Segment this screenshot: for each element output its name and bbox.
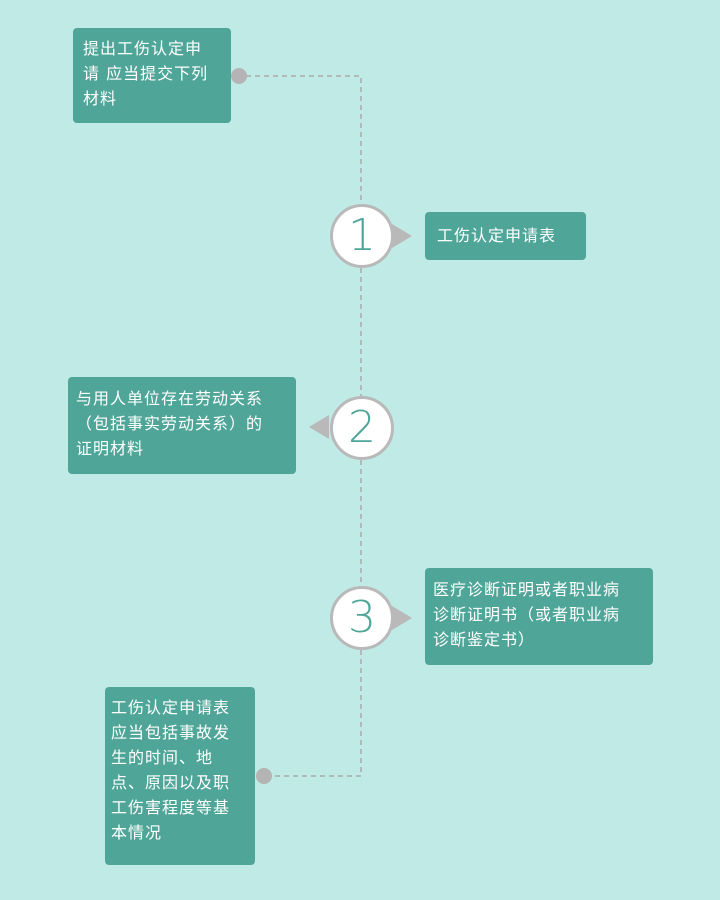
step-3-line-3: 诊断鉴定书） [433, 630, 536, 649]
note-box: 工伤认定申请表 应当包括事故发 生的时间、地 点、原因以及职 工伤害程度等基 本… [105, 687, 255, 865]
note-connector-dot [256, 768, 272, 784]
note-line-4: 点、原因以及职 [111, 773, 231, 792]
step-2-line-1: 与用人单位存在劳动关系 [76, 389, 264, 408]
step-3-line-2: 诊断证明书（或者职业病 [433, 605, 621, 624]
step-1-box: 工伤认定申请表 [425, 212, 586, 260]
note-line-6: 本情况 [111, 823, 163, 842]
intro-connector-dot [231, 68, 247, 84]
step-1-number: 1 [348, 210, 376, 261]
intro-box: 提出工伤认定申 请 应当提交下列 材料 [73, 28, 231, 123]
top-connector [246, 75, 362, 204]
step-3-number: 3 [348, 592, 376, 643]
intro-line-1: 提出工伤认定申 [83, 39, 203, 58]
note-line-2: 应当包括事故发 [111, 723, 231, 742]
step-1-circle: 1 [330, 204, 394, 268]
step-3-pointer [392, 606, 412, 630]
step-2-circle: 2 [330, 396, 394, 460]
step-2-box: 与用人单位存在劳动关系 （包括事实劳动关系）的 证明材料 [68, 377, 296, 474]
step-2-number: 2 [348, 402, 376, 453]
step-3-circle: 3 [330, 586, 394, 650]
intro-line-3: 材料 [83, 89, 118, 108]
step-2-pointer [309, 415, 329, 439]
step-1-line-1: 工伤认定申请表 [437, 226, 557, 245]
note-line-5: 工伤害程度等基 [111, 798, 231, 817]
note-line-1: 工伤认定申请表 [111, 698, 231, 717]
note-line-3: 生的时间、地 [111, 748, 214, 767]
step-3-line-1: 医疗诊断证明或者职业病 [433, 580, 621, 599]
bottom-connector [270, 650, 362, 777]
step-3-box: 医疗诊断证明或者职业病 诊断证明书（或者职业病 诊断鉴定书） [425, 568, 653, 665]
step-2-line-3: 证明材料 [76, 439, 145, 458]
intro-line-2: 请 应当提交下列 [83, 64, 209, 83]
step-2-line-2: （包括事实劳动关系）的 [76, 414, 264, 433]
step-1-pointer [392, 224, 412, 248]
